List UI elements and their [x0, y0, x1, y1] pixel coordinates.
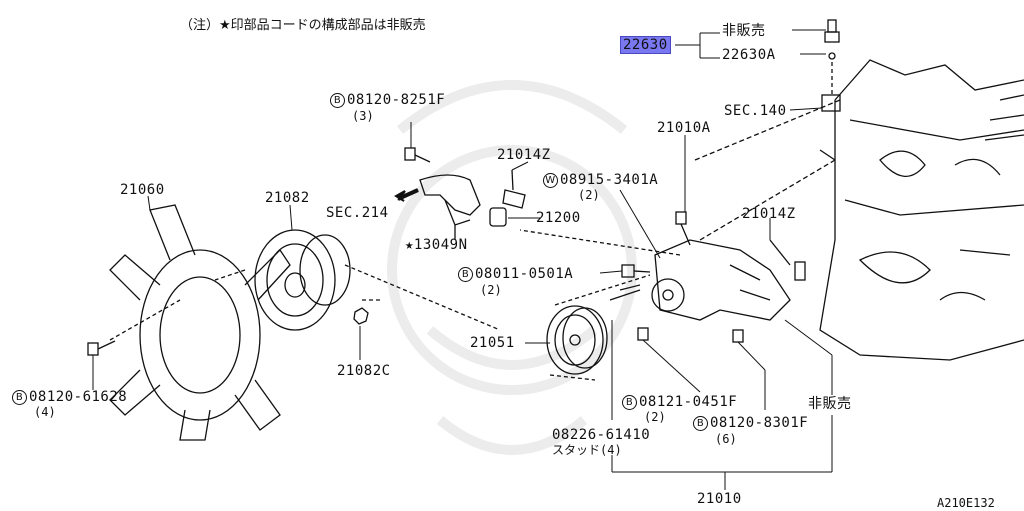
fan-clutch-21082	[214, 229, 501, 331]
qty-08120-8301F: (6)	[715, 432, 737, 446]
water-pump	[519, 99, 841, 343]
part-label-21014Z-top[interactable]: 21014Z	[497, 147, 551, 163]
qty-08120-8251F: (3)	[352, 109, 374, 123]
part-label-22630A[interactable]: 22630A	[722, 47, 776, 63]
fan-21060	[87, 204, 291, 441]
pulley-21051	[546, 274, 651, 381]
engine-block	[819, 59, 1024, 361]
section-label-sec140: SEC.140	[724, 103, 787, 119]
part-label-21082[interactable]: 21082	[265, 190, 310, 206]
washer-marker-icon: W	[543, 173, 558, 188]
sensor-22630	[821, 19, 841, 112]
part-label-22630[interactable]: 22630	[620, 36, 671, 54]
thermostat-21200	[489, 169, 526, 227]
header-note: （注）★印部品コードの構成部品は非販売	[180, 18, 426, 33]
part-label-21010[interactable]: 21010	[697, 491, 742, 507]
qty-08121-0451F: (2)	[644, 410, 666, 424]
bolt-marker-icon: B	[622, 395, 637, 410]
part-label-08226-61410[interactable]: 08226-61410	[552, 427, 651, 443]
qty-08011-0501A: (2)	[480, 283, 502, 297]
not-sold-label-right: 非販売	[808, 396, 852, 412]
section-label-sec214: SEC.214	[326, 205, 389, 221]
part-label-21200[interactable]: 21200	[536, 210, 581, 226]
leader-lines	[92, 29, 833, 490]
part-label-21010A[interactable]: 21010A	[657, 120, 711, 136]
bolt-marker-icon: B	[330, 93, 345, 108]
part-label-21014Z-right[interactable]: 21014Z	[742, 206, 796, 222]
water-outlet	[404, 147, 481, 240]
bolt-marker-icon: B	[458, 267, 473, 282]
bolt-marker-icon: B	[12, 390, 27, 405]
not-sold-label-top: 非販売	[722, 23, 766, 39]
part-label-21082C[interactable]: 21082C	[337, 363, 391, 379]
qty-08915-3401A: (2)	[578, 188, 600, 202]
qty-08120-61628: (4)	[34, 405, 56, 419]
part-label-21060[interactable]: 21060	[120, 182, 165, 198]
part-label-13049N[interactable]: ★13049N	[405, 237, 468, 253]
stud-qty-label: スタッド(4)	[552, 443, 622, 457]
part-label-21051[interactable]: 21051	[470, 335, 515, 351]
drawing-code: A210E132	[937, 496, 995, 510]
sensor-21014Z	[769, 239, 806, 281]
bolt-marker-icon: B	[693, 416, 708, 431]
